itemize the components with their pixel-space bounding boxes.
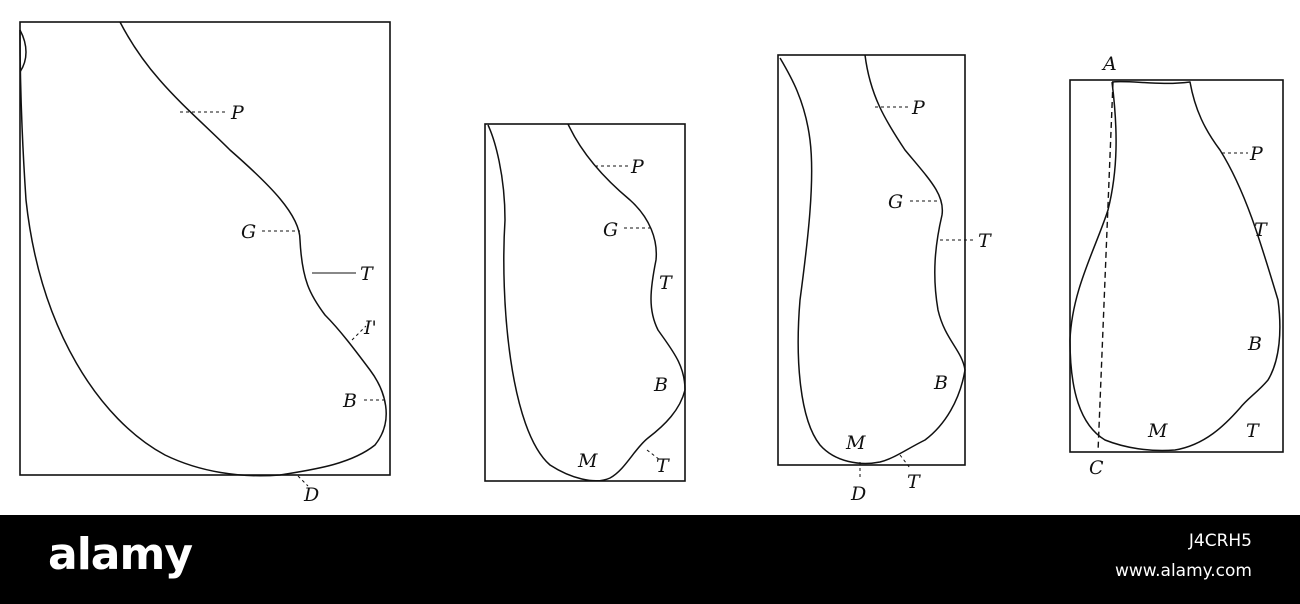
figure-3-outline [779,54,966,465]
figure-3-leader-t2 [899,454,911,469]
figure-3-label-p: P [911,97,926,119]
figure-2-outline [487,123,686,482]
figure-2-label-g: G [603,219,618,241]
diagram-area: P G T I' B D P G T B M T P G T B M D T [19,21,1284,506]
figure-3-label-t2: T [907,471,921,493]
figure-3-label-g: G [888,191,903,213]
figure-1-label-g: G [241,221,256,243]
figure-1-label-i-prime: I' [363,317,377,339]
figure-2: P G T B M T [484,123,686,482]
figure-4-outline [1069,80,1281,452]
figure-4-label-t2: T [1246,420,1260,442]
figure-4-label-t: T [1254,219,1268,241]
figure-4-frame [1069,79,1284,453]
diagram-svg: P G T I' B D P G T B M T P G T B M D T [19,21,1284,506]
figure-1-label-t: T [360,263,374,285]
watermark-image-id: J4CRH5 [1188,531,1252,551]
figure-4-label-p: P [1249,143,1264,165]
watermark-site-url: www.alamy.com [1114,561,1252,581]
figure-3-label-b: B [933,372,948,394]
figure-1-label-d: D [303,484,319,506]
figure-3-label-m: M [845,432,866,454]
figure-1: P G T I' B D [19,21,391,506]
figure-3-label-t: T [978,230,992,252]
figure-4-label-b: B [1247,333,1262,355]
watermark-bar: alamy J4CRH5 www.alamy.com [0,515,1300,604]
figure-2-label-b: B [653,374,668,396]
figure-2-label-t2: T [656,455,670,477]
figure-2-label-p: P [630,156,645,178]
figure-2-frame [484,123,686,482]
figure-4-label-c: C [1089,457,1104,479]
figure-4-label-m: M [1147,420,1168,442]
figure-3: P G T B M D T [777,54,992,505]
figure-1-left-edge [19,29,27,73]
figure-1-frame [19,21,391,476]
watermark-brand: alamy [48,529,193,580]
figure-4-label-a: A [1101,53,1117,75]
figure-3-frame [777,54,966,466]
figure-3-label-d: D [850,483,866,505]
figure-1-outline [19,21,387,477]
figure-2-leader-t2 [646,449,661,461]
figure-1-leader-d [297,475,309,487]
figure-4-axis-ac [1097,81,1114,453]
figure-1-label-b: B [342,390,357,412]
figure-4: A P T B M T C [1069,53,1284,479]
figure-2-label-m: M [577,450,598,472]
figure-1-label-p: P [230,102,245,124]
figure-2-label-t: T [659,272,673,294]
